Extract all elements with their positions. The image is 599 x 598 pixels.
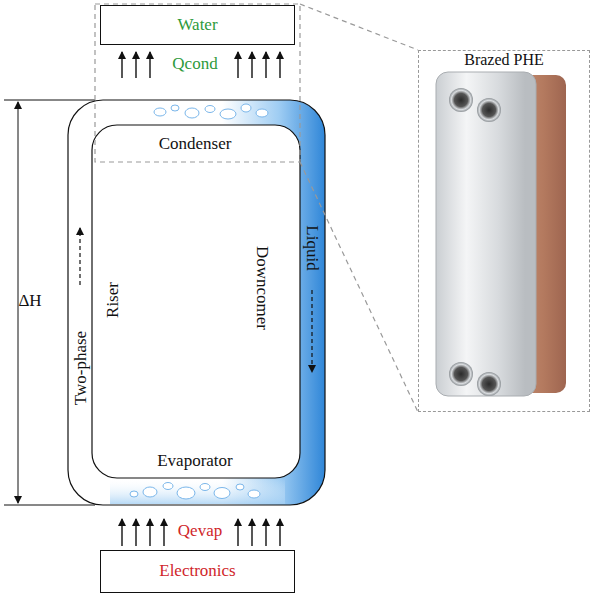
process-box: Water (100, 5, 295, 45)
callout-box: Brazed PHE (418, 50, 590, 412)
dimension-label: ΔH (18, 292, 41, 309)
box-text: Brazed PHE (462, 51, 546, 69)
section-label: Downcomer (254, 246, 271, 330)
box-text: Water (175, 16, 219, 35)
flow-state-label: Two-phase (72, 331, 89, 405)
component-label: Evaporator (157, 452, 233, 469)
heat-flow-label: Qevap (178, 522, 222, 539)
phe-illustration (436, 72, 566, 396)
process-box: Electronics (100, 550, 295, 593)
component-label: Condenser (159, 135, 232, 152)
heat-flow-label: Qcond (172, 55, 217, 72)
box-text: Electronics (157, 562, 237, 581)
flow-state-label: Liquid (304, 225, 321, 270)
section-label: Riser (104, 282, 121, 318)
